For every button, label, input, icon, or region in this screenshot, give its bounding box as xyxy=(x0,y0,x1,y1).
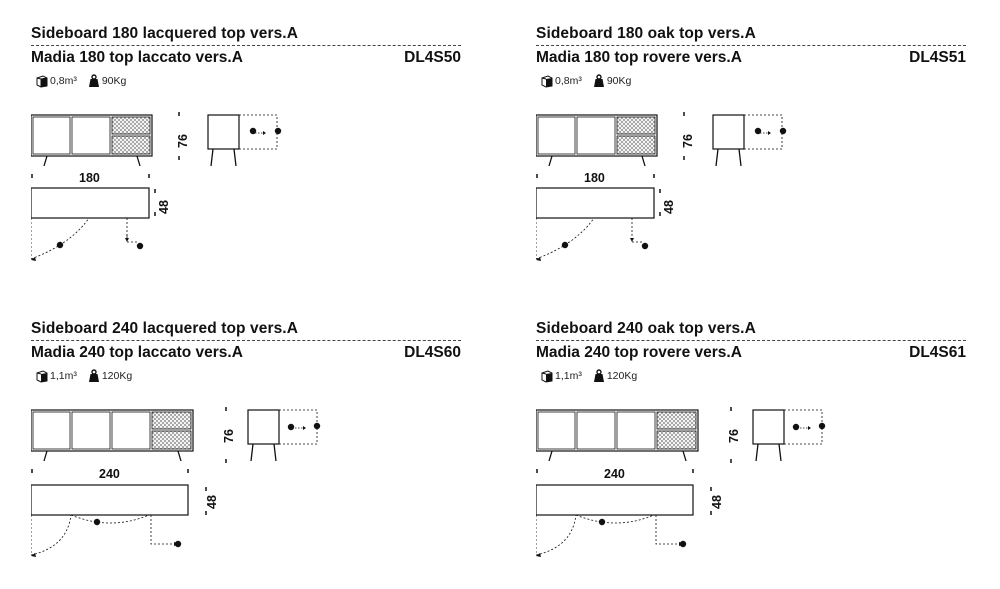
title-divider xyxy=(536,340,966,341)
title-divider xyxy=(31,45,461,46)
side-view xyxy=(712,114,787,167)
spec-row: 1,1m³ 120Kg xyxy=(540,367,647,385)
weight-value: 120Kg xyxy=(606,370,638,382)
width-dimension: 240 xyxy=(536,467,694,481)
product-code: DL4S51 xyxy=(909,49,966,66)
height-dimension: 76 xyxy=(176,112,190,160)
width-dimension: 240 xyxy=(31,467,189,481)
technical-drawing: 76 240 48 xyxy=(31,407,321,557)
product-code: DL4S60 xyxy=(404,344,461,361)
width-label: 240 xyxy=(99,467,120,481)
height-dimension: 76 xyxy=(681,112,695,160)
product-title: Sideboard 180 oak top vers.A xyxy=(536,25,756,42)
weight-value: 120Kg xyxy=(101,370,133,382)
width-label: 180 xyxy=(584,171,605,185)
product-card-dl4s51: Sideboard 180 oak top vers.A Madia 180 t… xyxy=(536,24,968,284)
product-title: Sideboard 240 oak top vers.A xyxy=(536,320,756,337)
product-subtitle: Madia 240 top laccato vers.A xyxy=(31,344,243,361)
spec-row: 1,1m³ 120Kg xyxy=(35,367,142,385)
width-label: 240 xyxy=(604,467,625,481)
weight-icon xyxy=(88,369,99,382)
plan-view: 48 xyxy=(536,187,676,261)
plan-view: 48 xyxy=(31,484,219,557)
title-divider xyxy=(31,340,461,341)
depth-label: 48 xyxy=(157,200,171,214)
height-label: 76 xyxy=(222,429,236,443)
weight-icon xyxy=(88,74,99,87)
product-subtitle: Madia 180 top laccato vers.A xyxy=(31,49,243,66)
product-subtitle: Madia 240 top rovere vers.A xyxy=(536,344,742,361)
depth-label: 48 xyxy=(205,495,219,509)
front-view xyxy=(31,114,153,167)
side-view xyxy=(752,409,826,462)
box-icon xyxy=(36,370,48,383)
product-card-dl4s60: Sideboard 240 lacquered top vers.A Madia… xyxy=(31,319,463,579)
side-view xyxy=(207,114,282,167)
technical-drawing: 76 180 48 xyxy=(31,112,282,261)
box-icon xyxy=(541,370,553,383)
weight-icon xyxy=(593,74,604,87)
product-card-dl4s50: Sideboard 180 lacquered top vers.A Madia… xyxy=(31,24,463,284)
technical-drawing: 76 240 48 xyxy=(536,407,826,557)
product-title: Sideboard 180 lacquered top vers.A xyxy=(31,25,298,42)
weight-icon xyxy=(593,369,604,382)
product-code: DL4S61 xyxy=(909,344,966,361)
box-icon xyxy=(36,75,48,88)
spec-row: 0,8m³ 90Kg xyxy=(35,72,136,90)
product-title: Sideboard 240 lacquered top vers.A xyxy=(31,320,298,337)
front-view xyxy=(31,409,194,462)
volume-value: 0,8m³ xyxy=(555,75,582,87)
volume-value: 1,1m³ xyxy=(50,370,77,382)
title-divider xyxy=(536,45,966,46)
height-label: 76 xyxy=(176,134,190,148)
depth-label: 48 xyxy=(662,200,676,214)
product-card-dl4s61: Sideboard 240 oak top vers.A Madia 240 t… xyxy=(536,319,968,579)
plan-view: 48 xyxy=(31,187,171,261)
width-label: 180 xyxy=(79,171,100,185)
weight-value: 90Kg xyxy=(606,75,632,87)
front-view xyxy=(536,409,699,462)
weight-value: 90Kg xyxy=(101,75,127,87)
width-dimension: 180 xyxy=(536,171,655,185)
volume-value: 0,8m³ xyxy=(50,75,77,87)
volume-value: 1,1m³ xyxy=(555,370,582,382)
box-icon xyxy=(541,75,553,88)
depth-label: 48 xyxy=(710,495,724,509)
technical-drawing: 76 180 48 xyxy=(536,112,787,261)
spec-row: 0,8m³ 90Kg xyxy=(540,72,641,90)
height-dimension: 76 xyxy=(727,407,741,463)
product-code: DL4S50 xyxy=(404,49,461,66)
plan-view: 48 xyxy=(536,484,724,557)
product-subtitle: Madia 180 top rovere vers.A xyxy=(536,49,742,66)
height-label: 76 xyxy=(727,429,741,443)
front-view xyxy=(536,114,658,167)
width-dimension: 180 xyxy=(31,171,150,185)
height-label: 76 xyxy=(681,134,695,148)
side-view xyxy=(247,409,321,462)
height-dimension: 76 xyxy=(222,407,236,463)
